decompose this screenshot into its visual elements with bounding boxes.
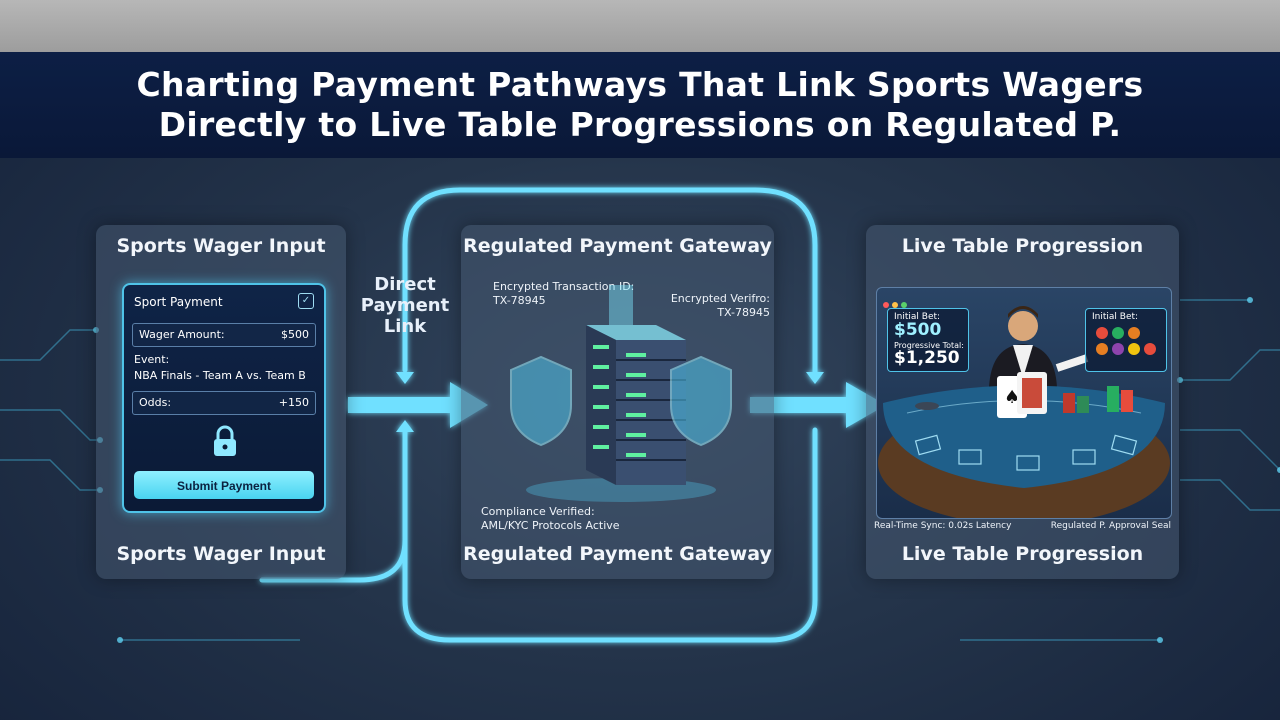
txn-left-label: Encrypted Transaction ID:	[493, 280, 635, 293]
odds-label: Odds:	[139, 396, 172, 409]
event-value: NBA Finals - Team A vs. Team B	[134, 369, 306, 382]
odds-value: +150	[278, 396, 309, 409]
chip-box: Initial Bet:	[1085, 308, 1167, 372]
submit-payment-button[interactable]: Submit Payment	[134, 471, 314, 499]
card-heading: Sport Payment	[134, 295, 223, 309]
checkbox-icon[interactable]: ✓	[298, 293, 314, 309]
chips-label: Initial Bet:	[1092, 312, 1139, 322]
panel-title-bottom: Regulated Payment Gateway	[463, 543, 772, 565]
event-label: Event:	[134, 353, 170, 366]
sport-payment-card: Sport Payment ✓ Wager Amount: $500 Event…	[122, 283, 326, 513]
direct-payment-link-label: Direct Payment Link	[360, 274, 450, 337]
chip-stack-icon	[1096, 327, 1156, 355]
panel-title-bottom: Live Table Progression	[901, 543, 1144, 565]
sync-text: Real-Time Sync: 0.02s Latency	[874, 521, 1012, 531]
server-rack-icon	[510, 285, 732, 502]
panel-title-bottom: Sports Wager Input	[116, 543, 326, 565]
page-title: Charting Payment Pathways That Link Spor…	[136, 65, 1144, 144]
payment-gateway-panel: Regulated Payment Gateway Encrypted Tran…	[461, 225, 774, 579]
compliance-label: Compliance Verified:	[481, 505, 595, 518]
panel-title-top: Sports Wager Input	[116, 235, 326, 257]
title-banner: Charting Payment Pathways That Link Spor…	[0, 52, 1280, 158]
live-table-screen: ♠ Initial Bet: $500 Progressive Total: $…	[876, 287, 1172, 519]
wager-amount-field[interactable]: Wager Amount: $500	[132, 323, 316, 347]
progressive-label: Progressive Total:	[894, 341, 964, 350]
casino-table-graphic: ♠	[878, 306, 1170, 518]
progressive-value: $1,250	[894, 348, 960, 368]
panel-title-top: Regulated Payment Gateway	[463, 235, 772, 257]
pathway-loop	[259, 187, 818, 643]
sports-wager-panel: Sports Wager Input Sport Payment ✓ Wager…	[96, 225, 346, 579]
live-table-panel: Live Table Progression ♠	[866, 225, 1179, 579]
initial-bet-label: Initial Bet:	[894, 312, 941, 322]
window-controls	[883, 293, 910, 312]
odds-field[interactable]: Odds: +150	[132, 391, 316, 415]
panel-title-top: Live Table Progression	[901, 235, 1144, 257]
seal-text: Regulated P. Approval Seal	[1050, 521, 1171, 531]
wager-value: $500	[281, 328, 309, 341]
wager-label: Wager Amount:	[139, 328, 225, 341]
txn-left-value: TX-78945	[493, 294, 546, 307]
lock-icon	[214, 425, 236, 456]
arrowheads	[396, 372, 824, 432]
top-strip	[0, 0, 1280, 52]
compliance-value: AML/KYC Protocols Active	[481, 519, 620, 532]
txn-right-value: TX-78945	[717, 306, 770, 319]
bet-info-box: Initial Bet: $500 Progressive Total: $1,…	[887, 308, 969, 372]
initial-bet-value: $500	[894, 320, 942, 340]
txn-right-label: Encrypted Verifro:	[670, 292, 770, 305]
circuit-lines	[0, 299, 1280, 641]
svg-text:♠: ♠	[1004, 387, 1020, 408]
